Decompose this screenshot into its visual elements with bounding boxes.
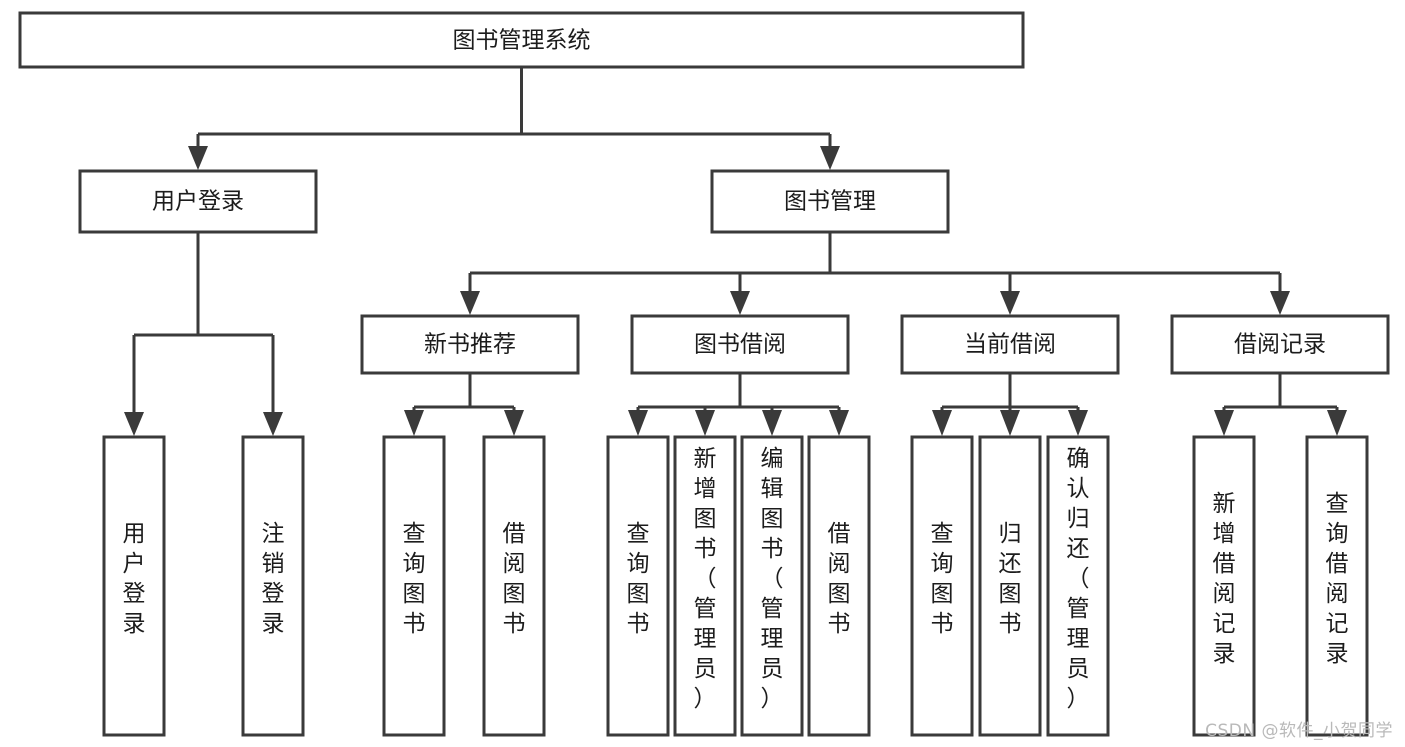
- arrowhead-leaf-confirm-return: [1068, 410, 1088, 436]
- node-user-login-box[interactable]: [78, 169, 318, 234]
- leaf-edit-book[interactable]: 编辑图书（管理员）: [740, 435, 804, 737]
- node-user-login[interactable]: 用户登录: [78, 169, 318, 234]
- leaf-query-book-2-label: 查询图书: [627, 521, 650, 637]
- leaf-query-record[interactable]: 查询借阅记录: [1305, 435, 1369, 737]
- arrowhead-leaf-user-login: [124, 412, 144, 436]
- arrowhead-leaf-edit-book: [762, 410, 782, 436]
- arrowhead-leaf-query-book-2: [628, 410, 648, 436]
- node-current-borrow-label: 当前借阅: [964, 332, 1056, 358]
- leaf-borrow-book-1[interactable]: 借阅图书: [482, 435, 546, 737]
- leaf-confirm-return-label: 确认归还（管理员）: [1067, 446, 1090, 712]
- leaf-user-login[interactable]: 用户登录: [102, 435, 166, 737]
- arrowhead-leaf-borrow-book-2: [829, 410, 849, 436]
- arrowhead-new-book-rec: [460, 291, 480, 315]
- leaf-borrow-book-1-label: 借阅图书: [503, 521, 526, 637]
- arrowhead-leaf-add-record: [1214, 410, 1234, 436]
- node-borrow-record-label: 借阅记录: [1234, 332, 1326, 358]
- node-book-borrow-label: 图书借阅: [694, 332, 786, 358]
- node-book-manage-label: 图书管理: [784, 189, 876, 215]
- node-root-box[interactable]: [18, 11, 1025, 69]
- leaf-edit-book-label: 编辑图书（管理员）: [761, 446, 784, 712]
- arrowhead-leaf-logout: [263, 412, 283, 436]
- leaf-query-book-1-label: 查询图书: [403, 521, 426, 637]
- connector-group-book-manage: [460, 232, 1290, 315]
- arrowhead-user-login: [188, 146, 208, 170]
- connector-group-current-borrow: [932, 373, 1088, 436]
- leaf-query-book-3[interactable]: 查询图书: [910, 435, 974, 737]
- leaf-borrow-book-1-box[interactable]: [482, 435, 546, 737]
- leaf-query-book-2[interactable]: 查询图书: [606, 435, 670, 737]
- leaf-query-book-1-box[interactable]: [382, 435, 446, 737]
- leaf-logout[interactable]: 注销登录: [241, 435, 305, 737]
- leaf-logout-box[interactable]: [241, 435, 305, 737]
- node-book-manage-box[interactable]: [710, 169, 950, 234]
- leaf-add-record-box[interactable]: [1192, 435, 1256, 737]
- connector-group-borrow-record: [1214, 373, 1347, 436]
- node-book-manage[interactable]: 图书管理: [710, 169, 950, 234]
- leaf-confirm-return[interactable]: 确认归还（管理员）: [1046, 435, 1110, 737]
- node-root[interactable]: 图书管理系统: [18, 11, 1025, 69]
- connector-group-new-book-rec: [404, 373, 524, 436]
- arrowhead-book-manage: [820, 146, 840, 170]
- leaf-query-book-2-box[interactable]: [606, 435, 670, 737]
- leaf-add-book-box[interactable]: [673, 435, 737, 737]
- arrowhead-borrow-record: [1270, 291, 1290, 315]
- node-current-borrow[interactable]: 当前借阅: [900, 314, 1120, 375]
- leaf-return-book-box[interactable]: [978, 435, 1042, 737]
- leaf-add-record[interactable]: 新增借阅记录: [1192, 435, 1256, 737]
- leaf-query-book-3-label: 查询图书: [931, 521, 954, 637]
- leaf-return-book-label: 归还图书: [999, 521, 1022, 637]
- arrowhead-leaf-query-book-1: [404, 410, 424, 436]
- connector-group-book-borrow: [628, 373, 849, 436]
- node-root-label: 图书管理系统: [453, 28, 591, 54]
- node-borrow-record-box[interactable]: [1170, 314, 1390, 375]
- arrowhead-leaf-return-book: [1000, 410, 1020, 436]
- node-new-book-rec-label: 新书推荐: [424, 332, 516, 358]
- node-new-book-rec-box[interactable]: [360, 314, 580, 375]
- leaf-query-book-1[interactable]: 查询图书: [382, 435, 446, 737]
- arrowhead-leaf-query-record: [1327, 410, 1347, 436]
- leaf-query-record-label: 查询借阅记录: [1326, 491, 1349, 667]
- leaf-user-login-label: 用户登录: [123, 521, 146, 637]
- node-user-login-label: 用户登录: [152, 189, 244, 215]
- arrowhead-book-borrow: [730, 291, 750, 315]
- arrowhead-leaf-borrow-book-1: [504, 410, 524, 436]
- leaf-borrow-book-2-label: 借阅图书: [828, 521, 851, 637]
- leaf-query-record-box[interactable]: [1305, 435, 1369, 737]
- leaf-edit-book-box[interactable]: [740, 435, 804, 737]
- arrowhead-current-borrow: [1000, 291, 1020, 315]
- arrowhead-leaf-query-book-3: [932, 410, 952, 436]
- arrowhead-leaf-add-book: [695, 410, 715, 436]
- node-borrow-record[interactable]: 借阅记录: [1170, 314, 1390, 375]
- leaf-add-record-label: 新增借阅记录: [1213, 491, 1236, 667]
- leaf-logout-label: 注销登录: [262, 521, 285, 637]
- connector-group-root: [188, 67, 840, 170]
- connector-group-user-login: [124, 232, 283, 436]
- leaf-add-book-label: 新增图书（管理员）: [694, 446, 717, 712]
- leaf-query-book-3-box[interactable]: [910, 435, 974, 737]
- node-new-book-rec[interactable]: 新书推荐: [360, 314, 580, 375]
- leaf-confirm-return-box[interactable]: [1046, 435, 1110, 737]
- node-book-borrow-box[interactable]: [630, 314, 850, 375]
- leaf-user-login-box[interactable]: [102, 435, 166, 737]
- leaf-return-book[interactable]: 归还图书: [978, 435, 1042, 737]
- node-book-borrow[interactable]: 图书借阅: [630, 314, 850, 375]
- leaf-borrow-book-2-box[interactable]: [807, 435, 871, 737]
- node-current-borrow-box[interactable]: [900, 314, 1120, 375]
- leaf-borrow-book-2[interactable]: 借阅图书: [807, 435, 871, 737]
- leaf-add-book[interactable]: 新增图书（管理员）: [673, 435, 737, 737]
